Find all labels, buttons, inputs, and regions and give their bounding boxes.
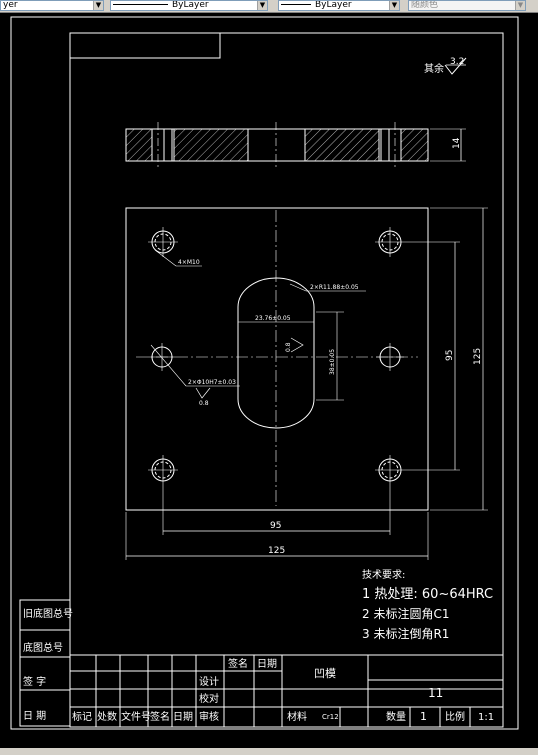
col-signature: 签名 bbox=[150, 710, 170, 723]
chevron-down-icon[interactable]: ▼ bbox=[515, 1, 525, 10]
die-slot bbox=[237, 277, 315, 429]
outer-frame bbox=[10, 16, 519, 730]
layer-dropdown[interactable]: yer ▼ bbox=[0, 0, 104, 11]
pin-hole-right bbox=[376, 343, 404, 371]
col-date: 日期 bbox=[173, 711, 193, 723]
chevron-down-icon[interactable]: ▼ bbox=[257, 1, 267, 10]
callout-corner-holes: 4×M10 bbox=[178, 259, 200, 266]
tech-req-title: 技术要求: bbox=[362, 568, 405, 581]
material-value: Cr12 bbox=[322, 713, 339, 721]
dim-slot-height: 38±0.05 bbox=[329, 349, 336, 375]
lineweight-dropdown[interactable]: ByLayer ▼ bbox=[278, 0, 400, 11]
dim-125-vertical: 125 bbox=[473, 348, 483, 365]
material-label: 材料 bbox=[287, 710, 307, 723]
label-date: 日 期 bbox=[23, 710, 46, 722]
col-count: 处数 bbox=[97, 710, 117, 723]
color-dropdown-value: 随颜色 bbox=[411, 0, 439, 10]
dim-slot-width: 23.76±0.05 bbox=[255, 315, 291, 322]
row-design: 设计 bbox=[199, 675, 219, 688]
label-signature: 签 字 bbox=[23, 675, 46, 688]
chevron-down-icon[interactable]: ▼ bbox=[93, 1, 103, 10]
drawing-number: 11 bbox=[428, 686, 443, 700]
top-left-box bbox=[69, 32, 221, 59]
row-check: 校对 bbox=[199, 692, 219, 705]
row-review: 审核 bbox=[199, 710, 219, 723]
corner-hole-bottom-left bbox=[148, 455, 178, 485]
title-block: 签名 日期 设计 校对 审核 标记 处数 文件号 签名 日期 凹模 11 材料 … bbox=[69, 654, 504, 728]
roughness-slot: 0.8 bbox=[285, 342, 292, 352]
tech-req-line-2: 2 未标注圆角C1 bbox=[362, 606, 449, 621]
corner-hole-top-right bbox=[375, 227, 405, 257]
linetype-dropdown[interactable]: ByLayer ▼ bbox=[110, 0, 268, 11]
plan-view: 4×M10 2×R11.88±0.05 23.76±0.05 38±0.05 0… bbox=[125, 207, 488, 560]
header-date: 日期 bbox=[257, 658, 277, 670]
properties-toolbar: yer ▼ ByLayer ▼ ByLayer ▼ 随颜色 ▼ bbox=[0, 0, 538, 13]
lineweight-preview bbox=[281, 4, 311, 5]
quantity-value: 1 bbox=[420, 710, 427, 723]
col-file-number: 文件号 bbox=[121, 710, 151, 723]
quantity-label: 数量 bbox=[386, 710, 406, 723]
col-mark: 标记 bbox=[72, 711, 92, 723]
dim-95-vertical: 95 bbox=[445, 350, 455, 361]
callout-slot-radius: 2×R11.88±0.05 bbox=[310, 284, 359, 291]
roughness-others-label: 其余 bbox=[424, 62, 444, 75]
linetype-dropdown-value: ByLayer bbox=[172, 0, 209, 10]
corner-hole-bottom-right bbox=[375, 455, 405, 485]
roughness-symbol-icon bbox=[444, 57, 467, 75]
color-dropdown[interactable]: 随颜色 ▼ bbox=[408, 0, 526, 11]
chevron-down-icon[interactable]: ▼ bbox=[389, 1, 399, 10]
callout-pin-holes: 2×Φ10H7±0.03 bbox=[188, 379, 236, 386]
scale-value: 1:1 bbox=[478, 712, 494, 723]
roughness-symbol-icon bbox=[290, 337, 304, 353]
lineweight-dropdown-value: ByLayer bbox=[315, 0, 352, 10]
tech-req-line-1: 1 热处理: 60~64HRC bbox=[362, 587, 493, 602]
dim-125-horizontal: 125 bbox=[268, 546, 285, 556]
roughness-pin: 0.8 bbox=[199, 400, 209, 407]
dim-thickness: 14 bbox=[452, 137, 462, 149]
layer-dropdown-value: yer bbox=[3, 0, 18, 10]
linetype-preview bbox=[113, 4, 168, 5]
label-old-base-number: 旧底图总号 bbox=[23, 607, 73, 620]
section-view: 14 bbox=[125, 122, 466, 168]
status-bar bbox=[0, 748, 538, 755]
label-base-number: 底图总号 bbox=[23, 641, 63, 654]
roughness-symbol-icon bbox=[195, 387, 211, 399]
scale-label: 比例 bbox=[445, 710, 465, 723]
header-signature: 签名 bbox=[228, 657, 248, 670]
dim-95-horizontal: 95 bbox=[270, 521, 281, 531]
roughness-value: 3.2 bbox=[450, 57, 464, 67]
tech-req-line-3: 3 未标注倒角R1 bbox=[362, 626, 449, 641]
part-name: 凹模 bbox=[314, 667, 336, 680]
corner-hole-top-left bbox=[148, 227, 178, 257]
pin-hole-left bbox=[148, 343, 176, 371]
